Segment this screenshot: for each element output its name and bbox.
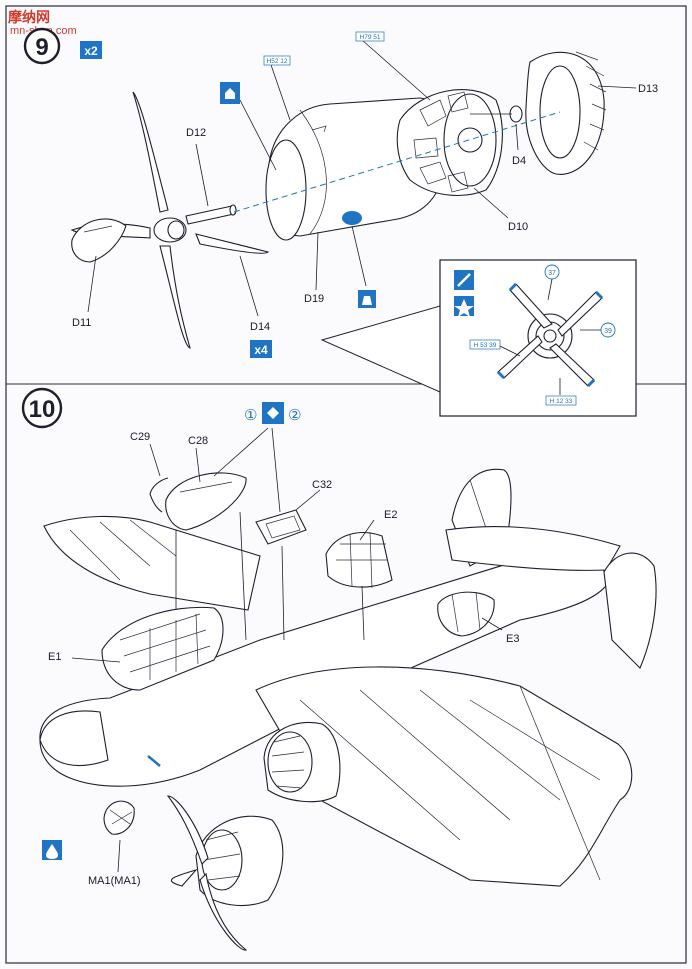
engine-nacelle (263, 721, 341, 803)
option-1: ① (244, 406, 257, 424)
label-ma1: MA1(MA1) (88, 875, 141, 887)
step-10-badge (21, 387, 63, 429)
label-d4: D4 (512, 155, 526, 167)
step-9-number: 9 (35, 34, 48, 61)
label-e3: E3 (506, 633, 519, 645)
step-9-multiplier: x2 (84, 44, 98, 58)
label-c32: C32 (312, 479, 332, 491)
label-d11: D11 (72, 317, 91, 329)
assembly-leaders (71, 427, 503, 873)
radial-engine (396, 89, 503, 196)
option-selector: ① ② (244, 402, 301, 424)
label-d14: D14 (250, 321, 270, 333)
step-9: 9 x2 (23, 27, 658, 417)
label-d19: D19 (304, 293, 324, 305)
propeller-detail-inset: 37 39 H 53 39 H 12 33 (320, 259, 637, 417)
d14-multiplier-badge (250, 340, 272, 358)
svg-text:39: 39 (604, 328, 612, 335)
label-d13: D13 (638, 83, 658, 95)
watermark-text: 摩纳网 (8, 9, 50, 26)
aircraft-body (39, 468, 657, 951)
d14-multiplier: x4 (254, 343, 268, 357)
option-2: ② (288, 406, 301, 424)
glue-icon (220, 82, 240, 104)
weight-icon (358, 290, 376, 308)
lower-engine-propeller (166, 795, 284, 951)
canopy-parts (149, 472, 307, 545)
step-10: 10 ① ② (21, 387, 657, 951)
assembly-axis (233, 111, 561, 213)
label-c28: C28 (188, 435, 208, 447)
step-9-multiplier-badge (80, 41, 102, 59)
label-d12: D12 (186, 127, 206, 139)
cowl-ring (525, 51, 607, 175)
ref-tag-h52: H52 12 (263, 55, 291, 66)
decal-icon (42, 840, 62, 860)
step-10-number: 10 (29, 396, 56, 423)
label-e2: E2 (384, 509, 397, 521)
page-border (5, 5, 687, 964)
detail-tag-left: H 53 39 (474, 342, 497, 349)
label-d10: D10 (508, 221, 528, 233)
propeller-assembly (70, 91, 270, 349)
svg-text:37: 37 (548, 270, 556, 277)
detail-tag-bottom: H 12 33 (550, 398, 573, 405)
label-c29: C29 (130, 431, 150, 443)
label-e1: E1 (48, 651, 61, 663)
antenna-ma1 (103, 800, 135, 835)
step-9-badge (23, 27, 61, 65)
svg-text:H52 12: H52 12 (267, 58, 288, 65)
ref-tag-h79: H79 51 (355, 31, 385, 42)
svg-text:H79 51: H79 51 (360, 34, 381, 41)
